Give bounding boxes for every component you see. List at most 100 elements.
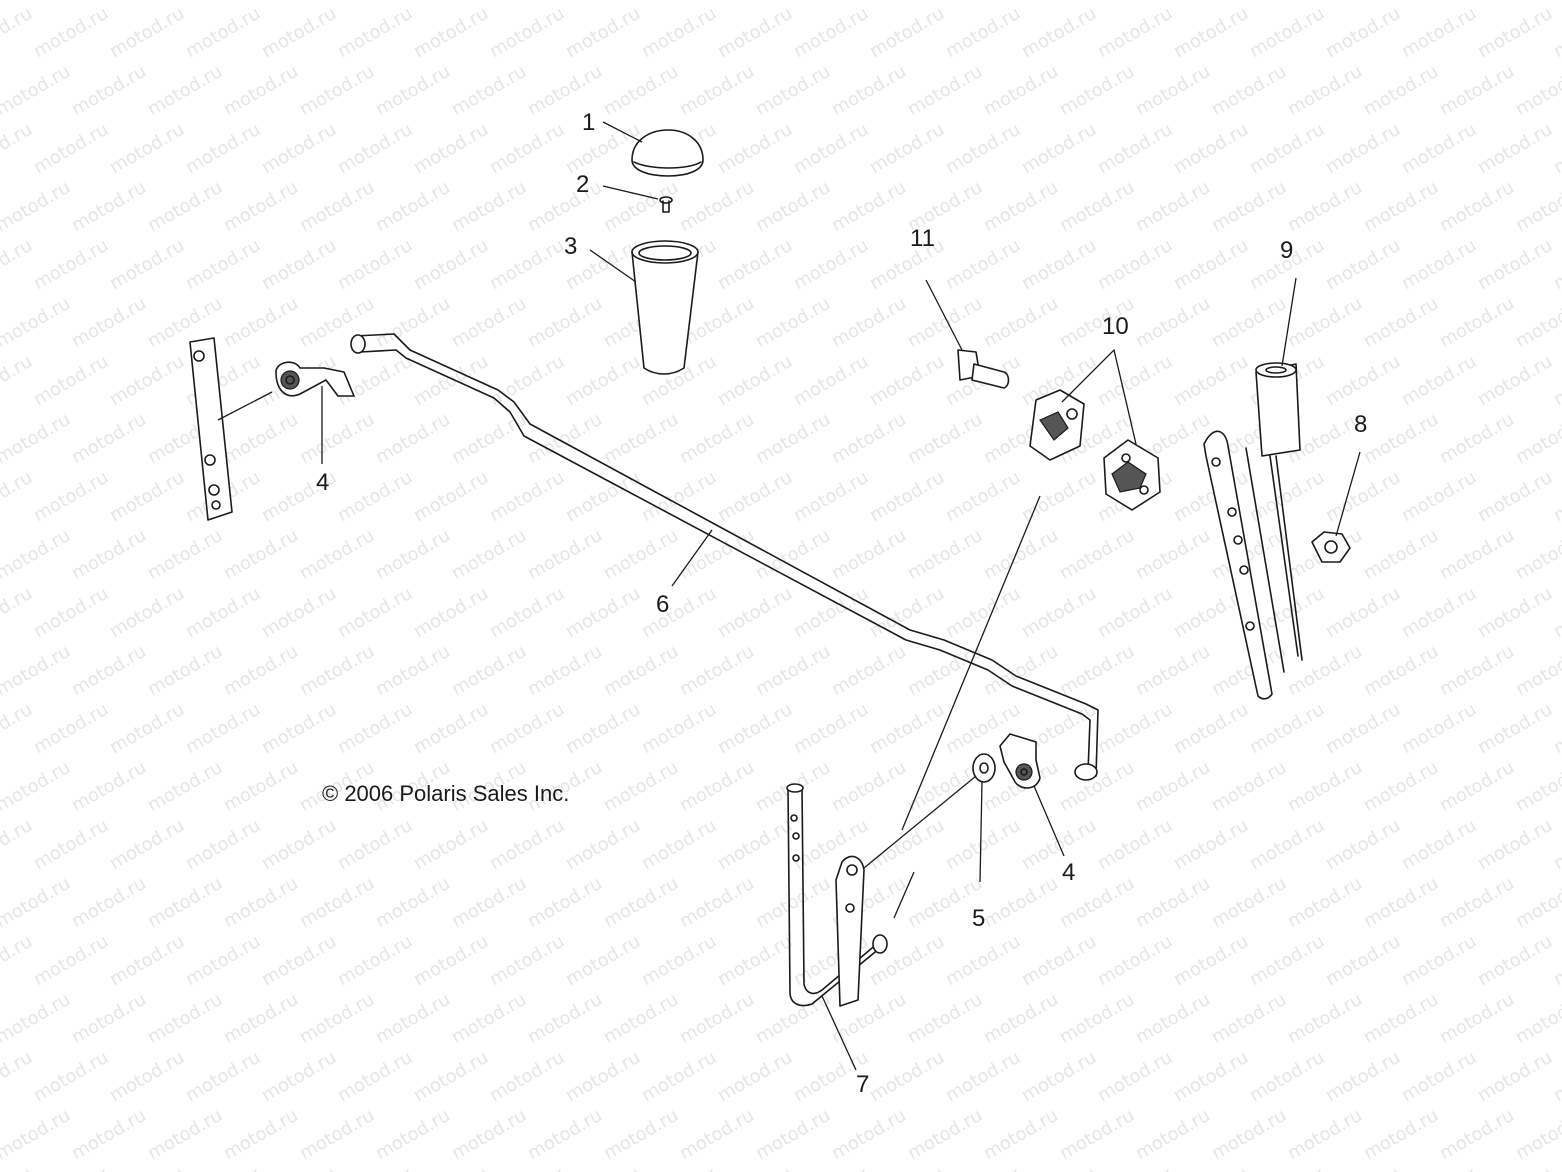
watermark-text: motod.ru — [0, 61, 74, 120]
watermark-text: motod.ru — [1360, 177, 1442, 236]
watermark-text: motod.ru — [448, 525, 530, 584]
watermark-text: motod.ru — [1094, 235, 1176, 294]
watermark-text: motod.ru — [828, 61, 910, 120]
watermark-text: motod.ru — [714, 583, 796, 642]
watermark-text: motod.ru — [790, 467, 872, 526]
watermark-text: motod.ru — [448, 641, 530, 700]
watermark-text: motod.ru — [144, 525, 226, 584]
watermark-text: motod.ru — [448, 293, 530, 352]
watermark-text: motod.ru — [1018, 467, 1100, 526]
callout-10: 10 — [1102, 313, 1129, 340]
watermark-text: motod.ru — [1018, 931, 1100, 990]
watermark-text: motod.ru — [980, 0, 1062, 4]
watermark-text: motod.ru — [334, 699, 416, 758]
watermark-text: motod.ru — [220, 641, 302, 700]
callout-5: 5 — [972, 905, 985, 932]
watermark-text: motod.ru — [1474, 699, 1556, 758]
watermark-text: motod.ru — [1360, 989, 1442, 1048]
watermark-text: motod.ru — [1550, 699, 1562, 758]
watermark-text: motod.ru — [106, 119, 188, 178]
watermark-text: motod.ru — [714, 931, 796, 990]
part-3-knob — [631, 240, 699, 375]
watermark-text: motod.ru — [1208, 293, 1290, 352]
watermark-text: motod.ru — [1018, 1047, 1100, 1106]
watermark-text: motod.ru — [30, 1047, 112, 1106]
watermark-text: motod.ru — [144, 1105, 226, 1164]
watermark-text: motod.ru — [1322, 931, 1404, 990]
watermark-text: motod.ru — [1322, 1163, 1404, 1172]
watermark-text: motod.ru — [0, 931, 36, 990]
watermark-text: motod.ru — [1512, 525, 1562, 584]
watermark-text: motod.ru — [30, 583, 112, 642]
watermark-text: motod.ru — [0, 699, 36, 758]
watermark-text: motod.ru — [980, 61, 1062, 120]
watermark-text: motod.ru — [1550, 815, 1562, 874]
watermark-text: motod.ru — [1056, 525, 1138, 584]
watermark-text: motod.ru — [752, 525, 834, 584]
watermark-text: motod.ru — [448, 1105, 530, 1164]
watermark-text: motod.ru — [752, 641, 834, 700]
watermark-text: motod.ru — [68, 1105, 150, 1164]
watermark-text: motod.ru — [30, 3, 112, 62]
watermark-text: motod.ru — [1170, 3, 1252, 62]
watermark-text: motod.ru — [220, 757, 302, 816]
watermark-text: motod.ru — [0, 815, 36, 874]
watermark-text: motod.ru — [1094, 699, 1176, 758]
watermark-text: motod.ru — [1170, 119, 1252, 178]
watermark-text: motod.ru — [676, 177, 758, 236]
watermark-text: motod.ru — [752, 873, 834, 932]
watermark-text: motod.ru — [0, 467, 36, 526]
watermark-text: motod.ru — [1512, 641, 1562, 700]
watermark-text: motod.ru — [638, 3, 720, 62]
watermark-text: motod.ru — [1322, 351, 1404, 410]
watermark-text: motod.ru — [448, 409, 530, 468]
watermark-text: motod.ru — [1550, 3, 1562, 62]
watermark-text: motod.ru — [714, 815, 796, 874]
watermark-text: motod.ru — [144, 177, 226, 236]
watermark-text: motod.ru — [486, 3, 568, 62]
callout-2: 2 — [576, 171, 589, 198]
watermark-text: motod.ru — [0, 235, 36, 294]
watermark-text: motod.ru — [448, 61, 530, 120]
watermark-text: motod.ru — [0, 1163, 36, 1172]
watermark-text: motod.ru — [562, 815, 644, 874]
watermark-text: motod.ru — [410, 815, 492, 874]
watermark-text: motod.ru — [1550, 583, 1562, 642]
watermark-text: motod.ru — [372, 641, 454, 700]
watermark-text: motod.ru — [752, 409, 834, 468]
watermark-text: motod.ru — [714, 235, 796, 294]
part-9-sleeve — [1255, 362, 1301, 457]
watermark-text: motod.ru — [1018, 119, 1100, 178]
watermark-text: motod.ru — [220, 1105, 302, 1164]
watermark-text: motod.ru — [334, 467, 416, 526]
watermark-text: motod.ru — [30, 699, 112, 758]
watermark-text: motod.ru — [1284, 0, 1366, 4]
watermark-text: motod.ru — [562, 583, 644, 642]
part-2-screw — [659, 196, 673, 213]
watermark-text: motod.ru — [68, 757, 150, 816]
watermark-text: motod.ru — [1284, 293, 1366, 352]
watermark-text: motod.ru — [1398, 1047, 1480, 1106]
watermark-text: motod.ru — [334, 119, 416, 178]
watermark-text: motod.ru — [448, 0, 530, 4]
watermark-text: motod.ru — [296, 989, 378, 1048]
watermark-text: motod.ru — [600, 757, 682, 816]
watermark-text: motod.ru — [372, 0, 454, 4]
watermark-text: motod.ru — [30, 1163, 112, 1172]
watermark-text: motod.ru — [410, 119, 492, 178]
watermark-text: motod.ru — [182, 583, 264, 642]
watermark-text: motod.ru — [1094, 931, 1176, 990]
watermark-text: motod.ru — [676, 409, 758, 468]
watermark-text: motod.ru — [828, 1105, 910, 1164]
watermark-text: motod.ru — [1056, 1105, 1138, 1164]
watermark-text: motod.ru — [1170, 1163, 1252, 1172]
watermark-text: motod.ru — [1550, 351, 1562, 410]
watermark-text: motod.ru — [1360, 0, 1442, 4]
watermark-text: motod.ru — [410, 699, 492, 758]
watermark-text: motod.ru — [524, 641, 606, 700]
watermark-text: motod.ru — [942, 3, 1024, 62]
watermark-text: motod.ru — [0, 873, 74, 932]
watermark-text: motod.ru — [1474, 815, 1556, 874]
watermark-text: motod.ru — [1436, 525, 1518, 584]
watermark-text: motod.ru — [1474, 1163, 1556, 1172]
